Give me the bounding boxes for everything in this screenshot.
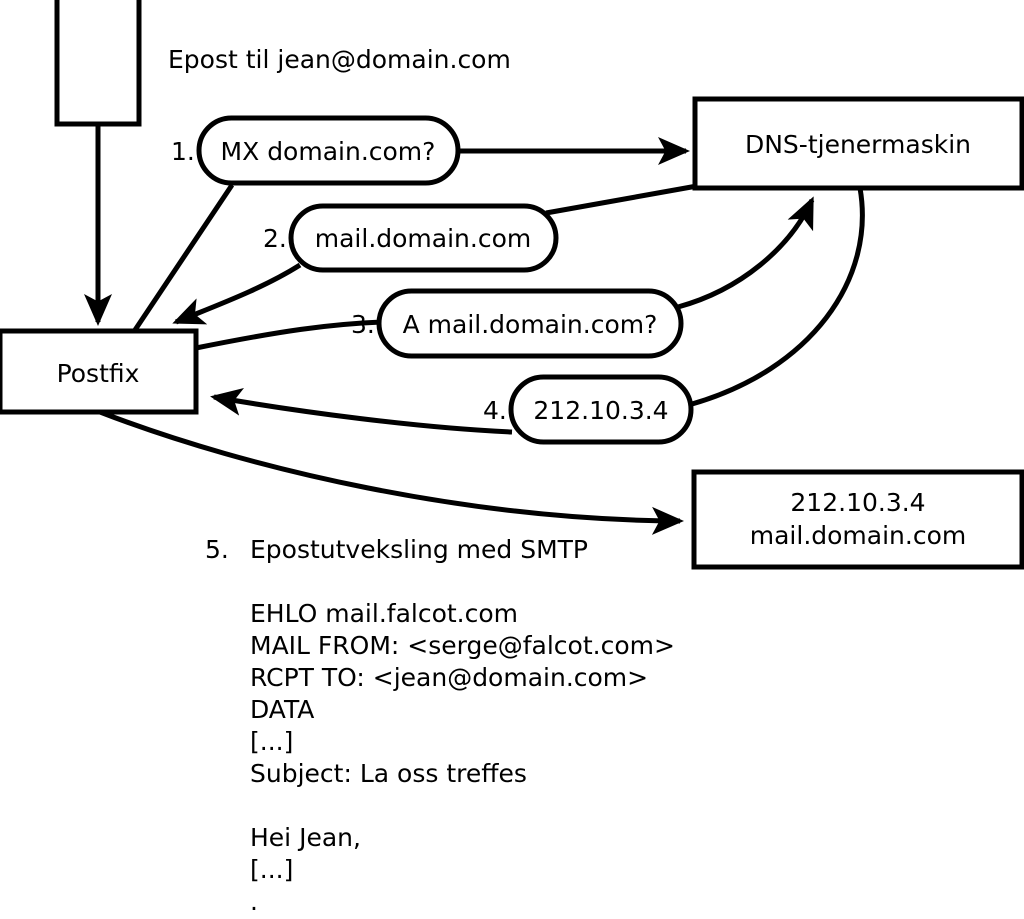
smtp-line-2: RCPT TO: <jean@domain.com> — [250, 663, 648, 692]
bubble-step4[interactable] — [508, 374, 694, 445]
smtp-line-3: DATA — [250, 695, 314, 724]
edge-dns-to-bubble4 — [691, 187, 865, 407]
node-mailserver-box[interactable] — [691, 469, 1024, 570]
node-postfix-box[interactable] — [0, 328, 199, 415]
step-number-1: 1. — [171, 137, 195, 166]
node-dns-box[interactable] — [692, 96, 1024, 191]
step-number-3: 3. — [351, 310, 375, 339]
step5-label: Epostutveksling med SMTP — [250, 535, 588, 564]
node-dns-label: DNS-tjenermaskin — [745, 130, 971, 159]
smtp-line-9: . — [250, 887, 258, 916]
edge-dns-to-bubble2 — [545, 183, 698, 216]
edge-postfix-to-bubble3 — [195, 319, 383, 351]
edge-bubble3-to-dns — [677, 196, 815, 310]
bubble-step3-label: A mail.domain.com? — [403, 310, 658, 339]
bubble-step2[interactable] — [288, 203, 559, 273]
bubble-step1-label: MX domain.com? — [221, 137, 436, 166]
step-number-5: 5. — [205, 535, 229, 564]
smtp-line-1: MAIL FROM: <serge@falcot.com> — [250, 631, 675, 660]
node-client-box[interactable] — [54, 0, 142, 127]
edge-bubble4-to-postfix — [210, 388, 513, 435]
edge-postfix-to-mailserver — [99, 409, 684, 535]
email-note-label: Epost til jean@domain.com — [168, 45, 511, 74]
bubble-step1[interactable] — [196, 115, 461, 186]
edge-bubble2-to-postfix — [172, 262, 302, 325]
smtp-line-8: [...] — [250, 855, 293, 884]
step-number-2: 2. — [263, 224, 287, 253]
bubble-step2-label: mail.domain.com — [315, 224, 531, 253]
bubble-step3[interactable] — [376, 288, 684, 359]
node-postfix-label: Postfix — [57, 359, 140, 388]
step-number-4: 4. — [483, 396, 507, 425]
node-mailserver-label-ip: 212.10.3.4 — [790, 488, 925, 517]
bubble-step4-label: 212.10.3.4 — [533, 396, 668, 425]
smtp-line-4: [...] — [250, 727, 293, 756]
smtp-line-5: Subject: La oss treffes — [250, 759, 527, 788]
smtp-line-7: Hei Jean, — [250, 823, 361, 852]
node-mailserver-label-host: mail.domain.com — [750, 521, 966, 550]
edge-postfix-to-bubble1 — [132, 183, 235, 332]
smtp-line-0: EHLO mail.falcot.com — [250, 599, 518, 628]
